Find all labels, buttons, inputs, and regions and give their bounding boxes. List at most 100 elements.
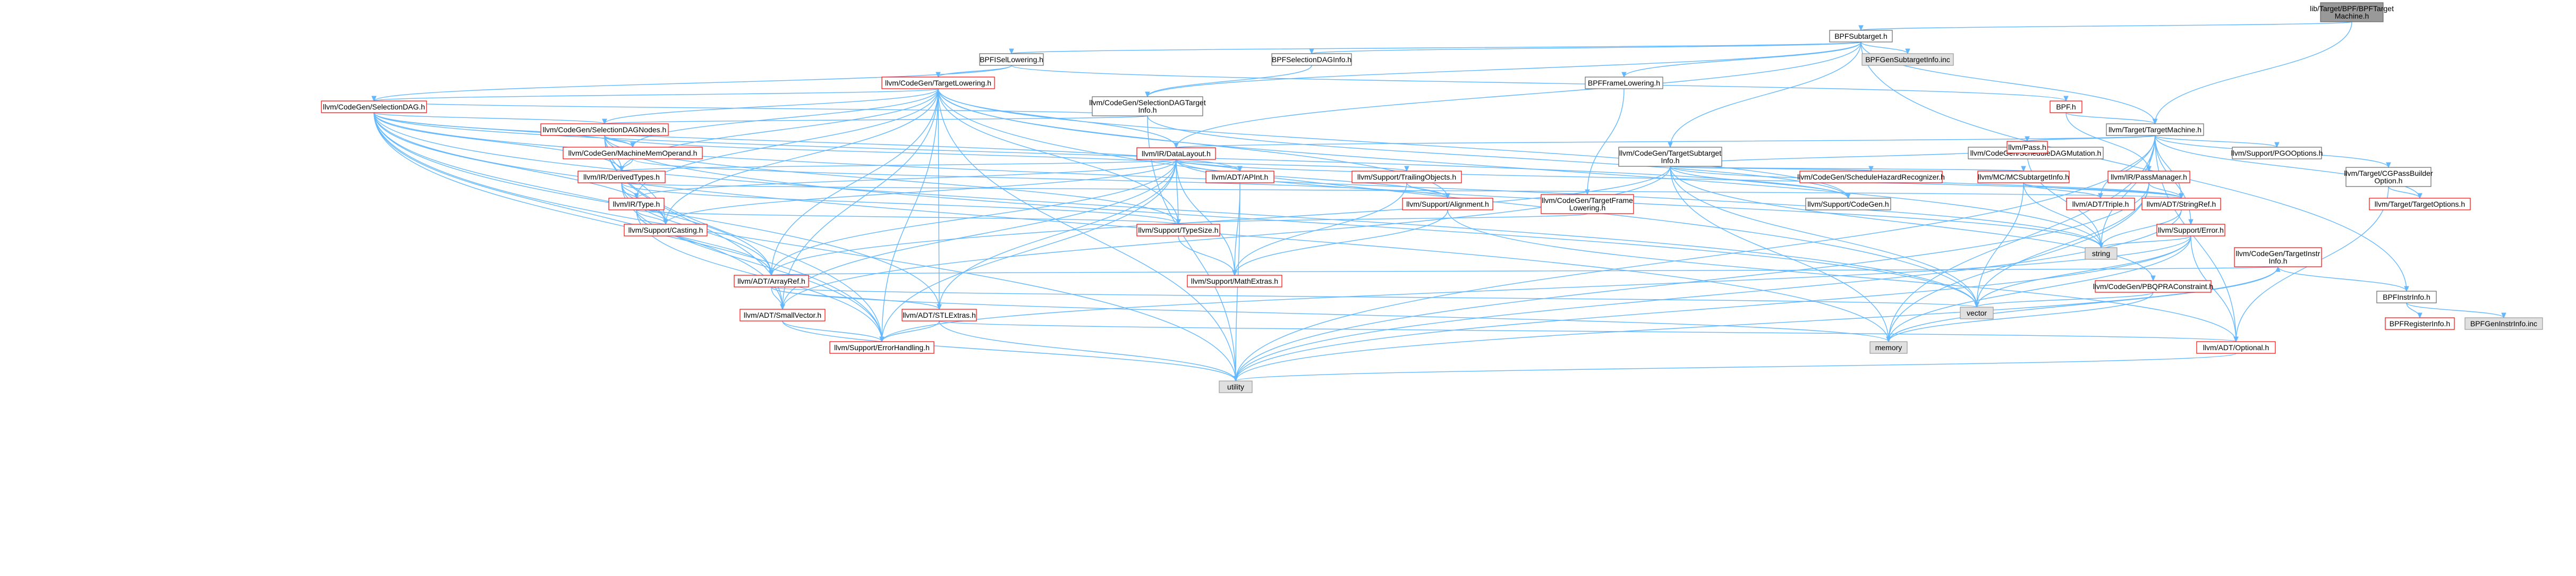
node-label: llvm/ADT/APInt.h [1212, 173, 1269, 181]
node-bpfgeninstr[interactable]: BPFGenInstrInfo.inc [2464, 317, 2543, 330]
node-box [2376, 291, 2437, 303]
node-apint[interactable]: llvm/ADT/APInt.h [1205, 171, 1274, 183]
node-bpfinstrinfo[interactable]: BPFInstrInfo.h [2376, 291, 2437, 303]
node-box [2007, 141, 2048, 154]
node-supporterror[interactable]: llvm/Support/Error.h [2156, 224, 2225, 236]
node-string[interactable]: string [2085, 247, 2118, 260]
node-label: llvm/CodeGen/TargetLowering.h [885, 79, 991, 87]
edge-targetsubinfo-to-vector [1670, 166, 1979, 308]
edge-stlextras-to-utility [939, 320, 1238, 382]
node-box [902, 309, 977, 321]
node-label: llvm/Support/Alignment.h [1406, 200, 1489, 208]
node-trailingobj[interactable]: llvm/Support/TrailingObjects.h [1351, 171, 1462, 183]
node-derivedtypes[interactable]: llvm/IR/DerivedTypes.h [577, 171, 666, 183]
node-schedhazard[interactable]: llvm/CodeGen/ScheduleHazardRecognizer.h [1797, 171, 1945, 183]
node-box [1805, 198, 1891, 210]
edge-root-to-bpfsub [1858, 21, 2352, 31]
edge-smallvector-to-errorhandling [782, 320, 885, 343]
edge-stlextras-to-optional [939, 320, 2239, 343]
node-typesize[interactable]: llvm/Support/TypeSize.h [1136, 224, 1220, 236]
node-box [1136, 224, 1220, 236]
node-label: BPFGenInstrInfo.inc [2470, 319, 2537, 328]
edge-targetsubinfo-to-pbqp [1670, 166, 2156, 282]
node-bpfh[interactable]: BPF.h [2050, 100, 2082, 113]
node-targetoptions[interactable]: llvm/Target/TargetOptions.h [2369, 198, 2471, 210]
edge-stlextras-to-errorhandling [879, 320, 940, 343]
edge-bpfseldag-to-seldagtarget [1145, 65, 1312, 98]
edge-optional-to-utility [1233, 353, 2237, 382]
node-label: llvm/CodeGen/PBQPRAConstraint.h [2093, 282, 2213, 291]
edge-selectiondag-to-seldagnodes [373, 112, 607, 125]
node-pass[interactable]: llvm/Pass.h [2007, 141, 2048, 154]
nodes-layer: lib/Target/BPF/BPFTargetMachine.hBPFSubt… [321, 2, 2543, 393]
node-vector[interactable]: vector [1960, 307, 1994, 319]
node-selectiondag[interactable]: llvm/CodeGen/SelectionDAG.h [321, 100, 427, 113]
node-targetlowering[interactable]: llvm/CodeGen/TargetLowering.h [881, 77, 995, 89]
node-bpfgensub[interactable]: BPFGenSubtargetInfo.inc [1861, 53, 1954, 66]
edge-bpfsub-to-bpfseldag [1309, 41, 1861, 55]
node-stlextras[interactable]: llvm/ADT/STLExtras.h [902, 309, 977, 321]
node-pgooptions[interactable]: llvm/Support/PGOOptions.h [2231, 147, 2323, 159]
edge-targetlowering-to-stlextras [937, 88, 942, 310]
edge-datalayout-to-trailingobj [1176, 159, 1409, 172]
node-mathextras[interactable]: llvm/Support/MathExtras.h [1187, 275, 1282, 287]
node-triple[interactable]: llvm/ADT/Triple.h [2066, 198, 2135, 210]
node-box [563, 147, 703, 159]
node-label: llvm/Support/PGOOptions.h [2231, 149, 2323, 157]
node-mcsubinfo[interactable]: llvm/MC/MCSubtargetInfo.h [1977, 171, 2070, 183]
node-irtype[interactable]: llvm/IR/Type.h [608, 198, 665, 210]
node-label: BPFRegisterInfo.h [2390, 319, 2450, 328]
node-errorhandling[interactable]: llvm/Support/ErrorHandling.h [829, 341, 934, 354]
node-machinememop[interactable]: llvm/CodeGen/MachineMemOperand.h [563, 147, 703, 159]
node-label: BPFSubtarget.h [1834, 32, 1888, 40]
edge-mcsubinfo-to-vector [1974, 182, 2024, 308]
edge-bpfsub-to-bpfisel [1009, 41, 1861, 55]
node-optional[interactable]: llvm/ADT/Optional.h [2196, 341, 2276, 354]
node-casting[interactable]: llvm/Support/Casting.h [624, 224, 708, 236]
node-alignment[interactable]: llvm/Support/Alignment.h [1402, 198, 1493, 210]
edge-bpfsub-to-bpfframe [1621, 41, 1861, 78]
node-box [1219, 380, 1253, 393]
node-label: BPFInstrInfo.h [2383, 293, 2430, 301]
node-targetmachine[interactable]: llvm/Target/TargetMachine.h [2106, 123, 2204, 136]
node-smallvector[interactable]: llvm/ADT/SmallVector.h [739, 309, 826, 321]
node-bpfseldag[interactable]: BPFSelectionDAGInfo.h [1271, 53, 1352, 66]
node-box [1618, 147, 1722, 167]
node-supcodegen[interactable]: llvm/Support/CodeGen.h [1805, 198, 1891, 210]
node-bpfframe[interactable]: BPFFrameLowering.h [1585, 77, 1663, 89]
node-seldagnodes[interactable]: llvm/CodeGen/SelectionDAGNodes.h [540, 123, 669, 136]
node-pbqp[interactable]: llvm/CodeGen/PBQPRAConstraint.h [2093, 280, 2213, 293]
edge-mcsubinfo-to-triple [2023, 182, 2103, 199]
node-arrayref[interactable]: llvm/ADT/ArrayRef.h [734, 275, 809, 287]
node-box [2141, 198, 2221, 210]
node-passmanager[interactable]: llvm/IR/PassManager.h [2107, 171, 2190, 183]
node-box [321, 100, 427, 113]
node-box [2196, 341, 2276, 354]
node-label: llvm/CodeGen/SelectionDAGTarget [1089, 98, 1206, 107]
node-box [1861, 53, 1954, 66]
edge-irtype-to-casting [636, 209, 668, 225]
node-stringref[interactable]: llvm/ADT/StringRef.h [2141, 198, 2221, 210]
node-label: utility [1227, 383, 1244, 391]
node-bpfisel[interactable]: BPFISelLowering.h [979, 53, 1044, 66]
edge-arrayref-to-memory [771, 286, 1891, 343]
node-utility[interactable]: utility [1219, 380, 1253, 393]
node-label: Lowering.h [1569, 204, 1606, 212]
edge-targetlowering-to-selectiondag [371, 88, 939, 102]
node-bpfreginfo[interactable]: BPFRegisterInfo.h [2385, 317, 2455, 330]
node-bpfsub[interactable]: BPFSubtarget.h [1829, 30, 1893, 43]
node-label: llvm/Support/ErrorHandling.h [834, 343, 930, 352]
node-memory[interactable]: memory [1869, 341, 1908, 354]
node-datalayout[interactable]: llvm/IR/DataLayout.h [1136, 147, 1216, 160]
edge-datalayout-to-string [1176, 159, 2104, 249]
node-box [1136, 147, 1216, 160]
node-box [2106, 123, 2204, 136]
node-box [1960, 307, 1994, 319]
node-box [2085, 247, 2118, 260]
